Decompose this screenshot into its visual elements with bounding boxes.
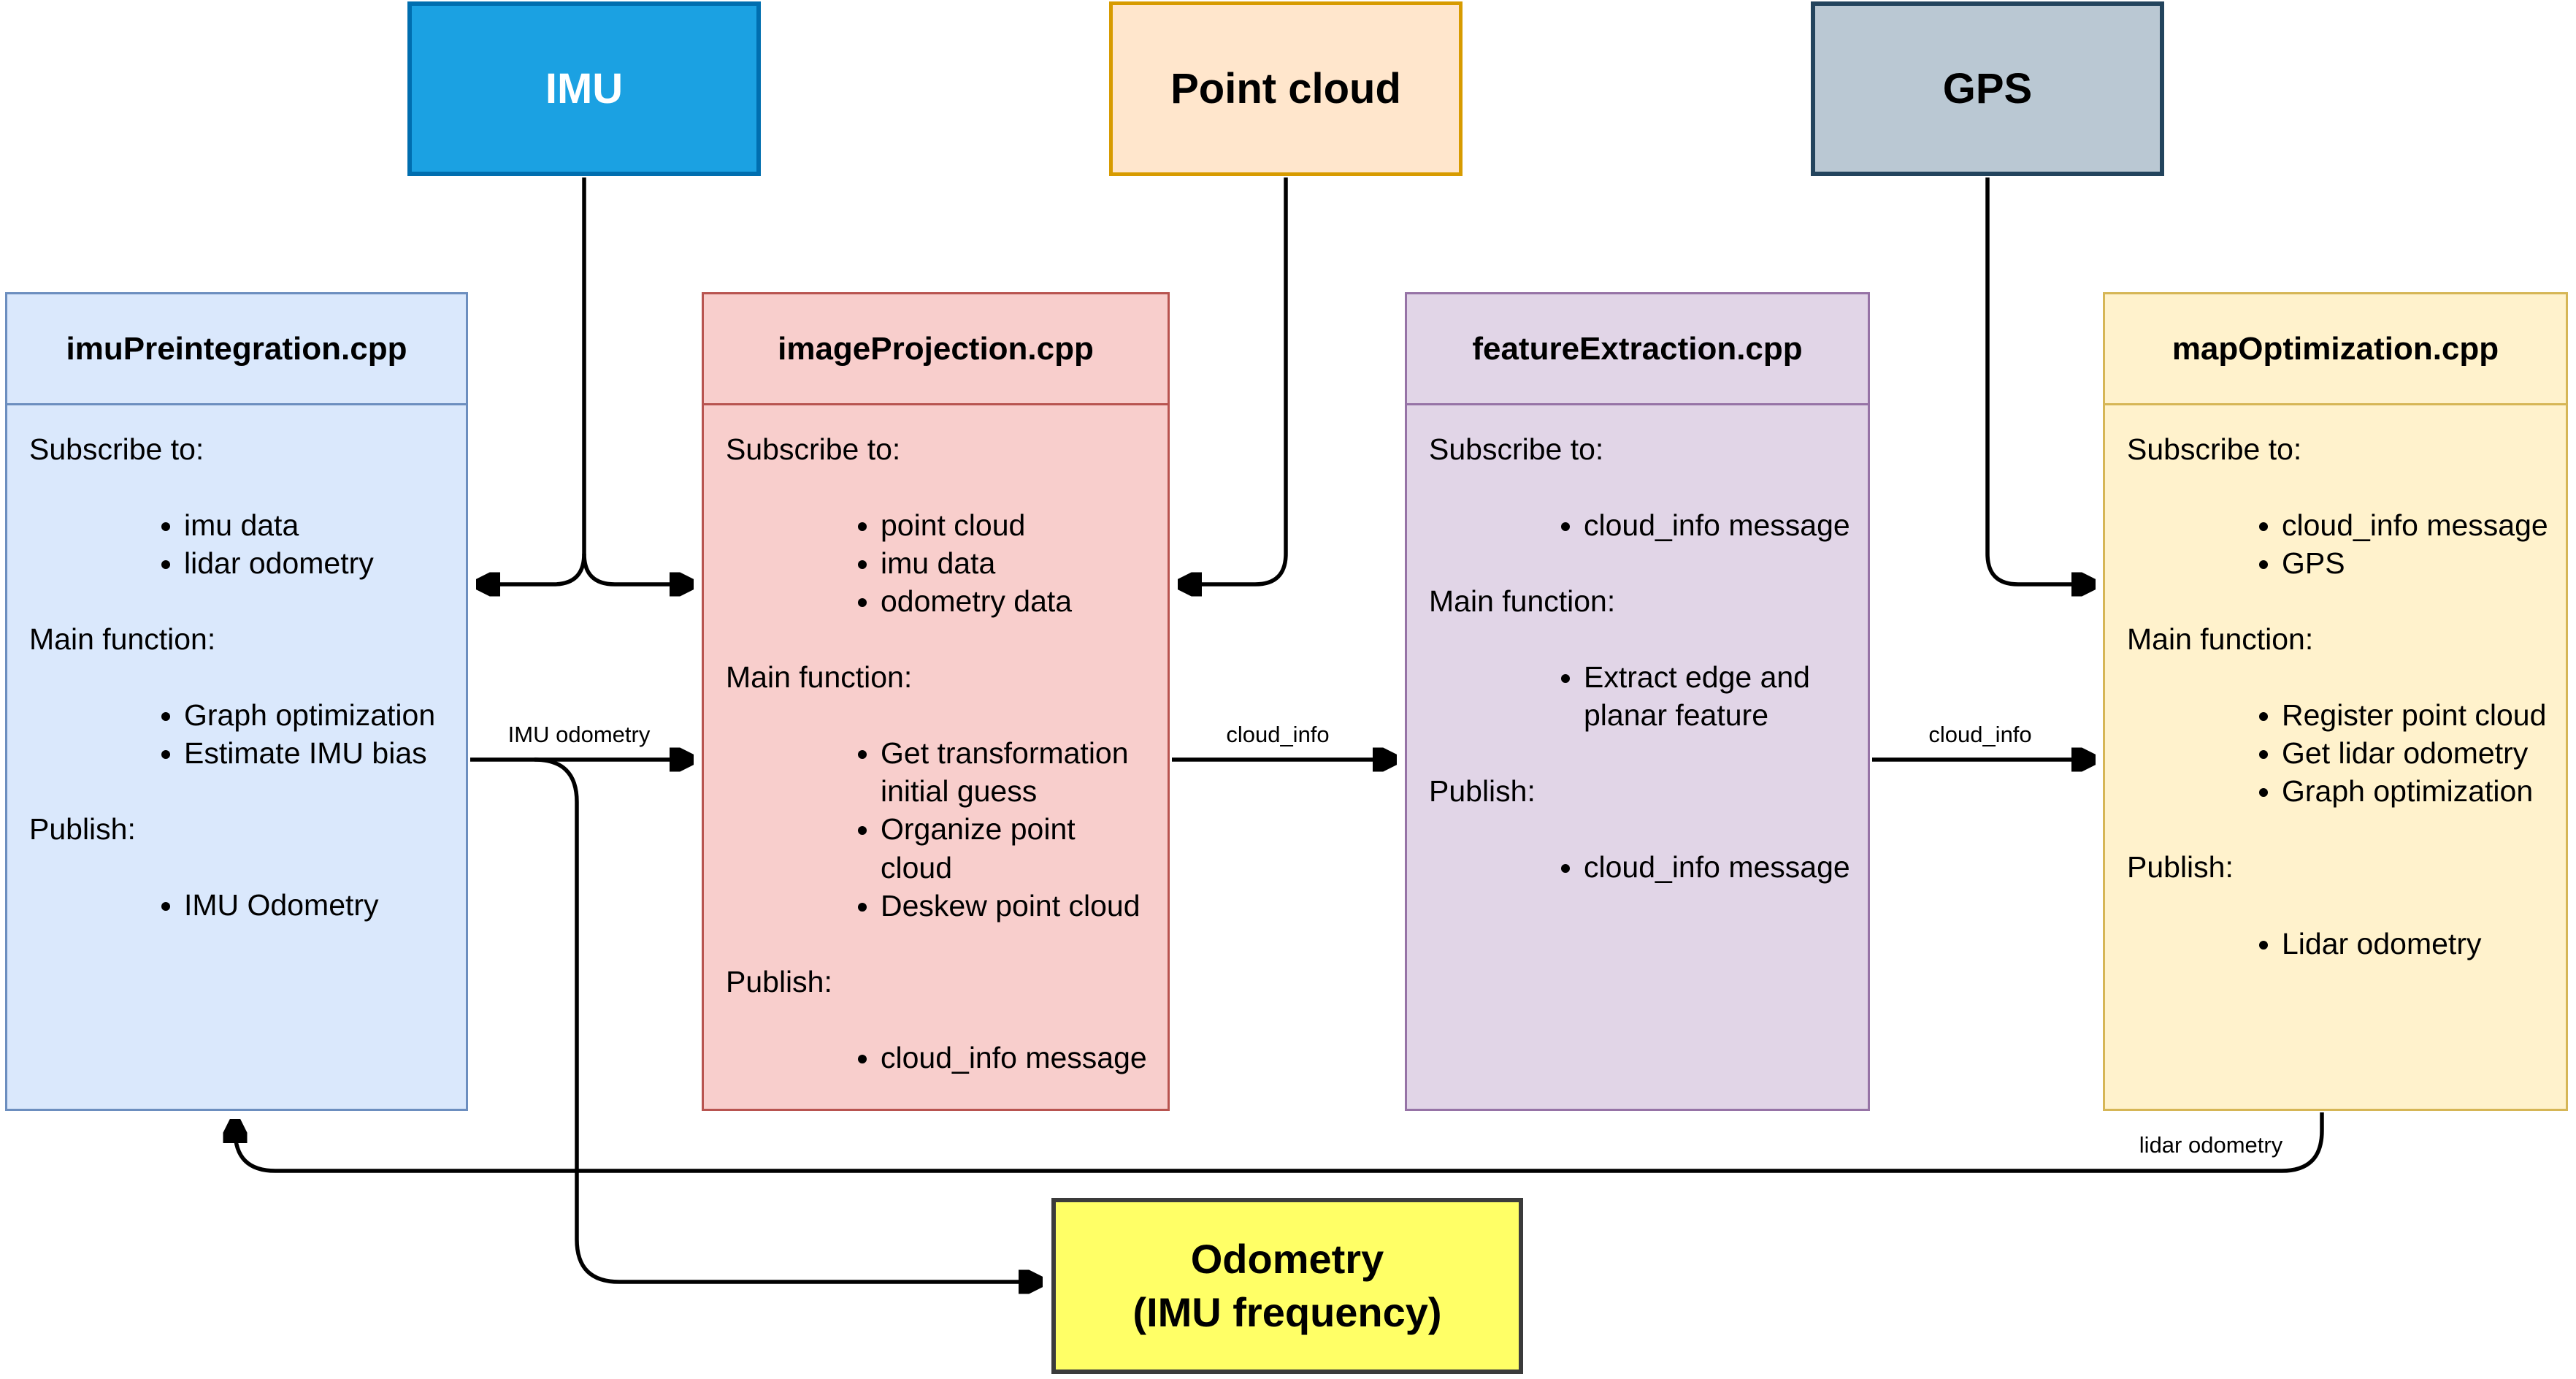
module-title: imageProjection.cpp: [704, 294, 1168, 405]
list-item: Graph optimization: [184, 696, 453, 734]
list-item: Deskew point cloud: [881, 887, 1154, 925]
source-box-point-cloud: Point cloud: [1109, 1, 1463, 176]
section-list: Lidar odometry: [2127, 925, 2553, 963]
module-title: mapOptimization.cpp: [2105, 294, 2566, 405]
edge-lidarodometry-feedback: [235, 1112, 2324, 1173]
section-label: Main function:: [29, 622, 216, 657]
section-list: cloud_info message: [1429, 506, 1855, 544]
list-item: Get lidar odometry: [2282, 734, 2553, 772]
section-label: Publish:: [2127, 850, 2234, 885]
list-item: cloud_info message: [881, 1039, 1154, 1077]
section-list: Get transformation initial guess Organiz…: [726, 734, 1154, 924]
list-item: GPS: [2282, 544, 2553, 582]
section-label: Subscribe to:: [726, 432, 901, 466]
edge-label-cloud-info-1: cloud_info: [1222, 722, 1334, 748]
list-item: Extract edge and planar feature: [1584, 658, 1855, 734]
section-list: Extract edge and planar feature: [1429, 658, 1855, 734]
list-item: cloud_info message: [1584, 506, 1855, 544]
module-imageprojection: imageProjection.cpp Subscribe to: point …: [702, 292, 1170, 1111]
list-item: Lidar odometry: [2282, 925, 2553, 963]
list-item: Register point cloud: [2282, 696, 2553, 734]
section-list: cloud_info message: [726, 1039, 1154, 1077]
section-list: cloud_info message: [1429, 848, 1855, 886]
output-line1: Odometry: [1190, 1235, 1384, 1282]
edge-label-imu-odometry: IMU odometry: [503, 722, 655, 748]
list-item: Graph optimization: [2282, 772, 2553, 810]
source-box-gps: GPS: [1811, 1, 2164, 176]
section-label: Publish:: [1429, 774, 1536, 809]
output-line2: (IMU frequency): [1132, 1288, 1442, 1335]
section-label: Subscribe to:: [2127, 432, 2302, 466]
list-item: Organize point cloud: [881, 810, 1154, 886]
edge-imuodometry-to-output: [534, 757, 1040, 1282]
module-title: imuPreintegration.cpp: [7, 294, 466, 405]
list-item: lidar odometry: [184, 544, 453, 582]
module-body: Subscribe to: cloud_info message GPS Mai…: [2105, 405, 2566, 1001]
section-list: imu data lidar odometry: [29, 506, 453, 582]
list-item: imu data: [881, 544, 1154, 582]
module-mapoptimization: mapOptimization.cpp Subscribe to: cloud_…: [2103, 292, 2568, 1111]
section-label: Main function:: [726, 660, 913, 695]
section-label: Publish:: [726, 964, 832, 998]
list-item: imu data: [184, 506, 453, 544]
output-box-odometry: Odometry (IMU frequency): [1051, 1198, 1523, 1374]
edge-label-lidar-odometry: lidar odometry: [2134, 1132, 2288, 1158]
section-label: Subscribe to:: [29, 432, 204, 466]
module-featureextraction: featureExtraction.cpp Subscribe to: clou…: [1405, 292, 1870, 1111]
list-item: point cloud: [881, 506, 1154, 544]
edge-gps-to-mapoptimization: [1985, 177, 2093, 584]
section-list: cloud_info message GPS: [2127, 506, 2553, 582]
list-item: IMU Odometry: [184, 886, 453, 924]
section-list: Register point cloud Get lidar odometry …: [2127, 696, 2553, 810]
module-body: Subscribe to: point cloud imu data odome…: [704, 405, 1168, 1115]
section-label: Publish:: [29, 812, 136, 847]
edge-label-cloud-info-2: cloud_info: [1924, 722, 2036, 748]
list-item: cloud_info message: [1584, 848, 1855, 886]
section-list: point cloud imu data odometry data: [726, 506, 1154, 620]
list-item: Estimate IMU bias: [184, 734, 453, 772]
section-list: IMU Odometry: [29, 886, 453, 924]
edge-imu-to-imupreintegration: [479, 177, 586, 584]
edge-pointcloud-to-imageprojection: [1181, 177, 1288, 584]
section-label: Main function:: [1429, 584, 1616, 619]
edge-imu-to-imageprojection: [582, 553, 691, 584]
list-item: odometry data: [881, 582, 1154, 620]
list-item: cloud_info message: [2282, 506, 2553, 544]
section-label: Subscribe to:: [1429, 432, 1604, 466]
section-label: Main function:: [2127, 622, 2314, 657]
module-imupreintegration: imuPreintegration.cpp Subscribe to: imu …: [5, 292, 468, 1111]
section-list: Graph optimization Estimate IMU bias: [29, 696, 453, 772]
source-box-imu: IMU: [407, 1, 761, 176]
module-title: featureExtraction.cpp: [1407, 294, 1868, 405]
list-item: Get transformation initial guess: [881, 734, 1154, 810]
module-body: Subscribe to: cloud_info message Main fu…: [1407, 405, 1868, 924]
module-body: Subscribe to: imu data lidar odometry Ma…: [7, 405, 466, 963]
